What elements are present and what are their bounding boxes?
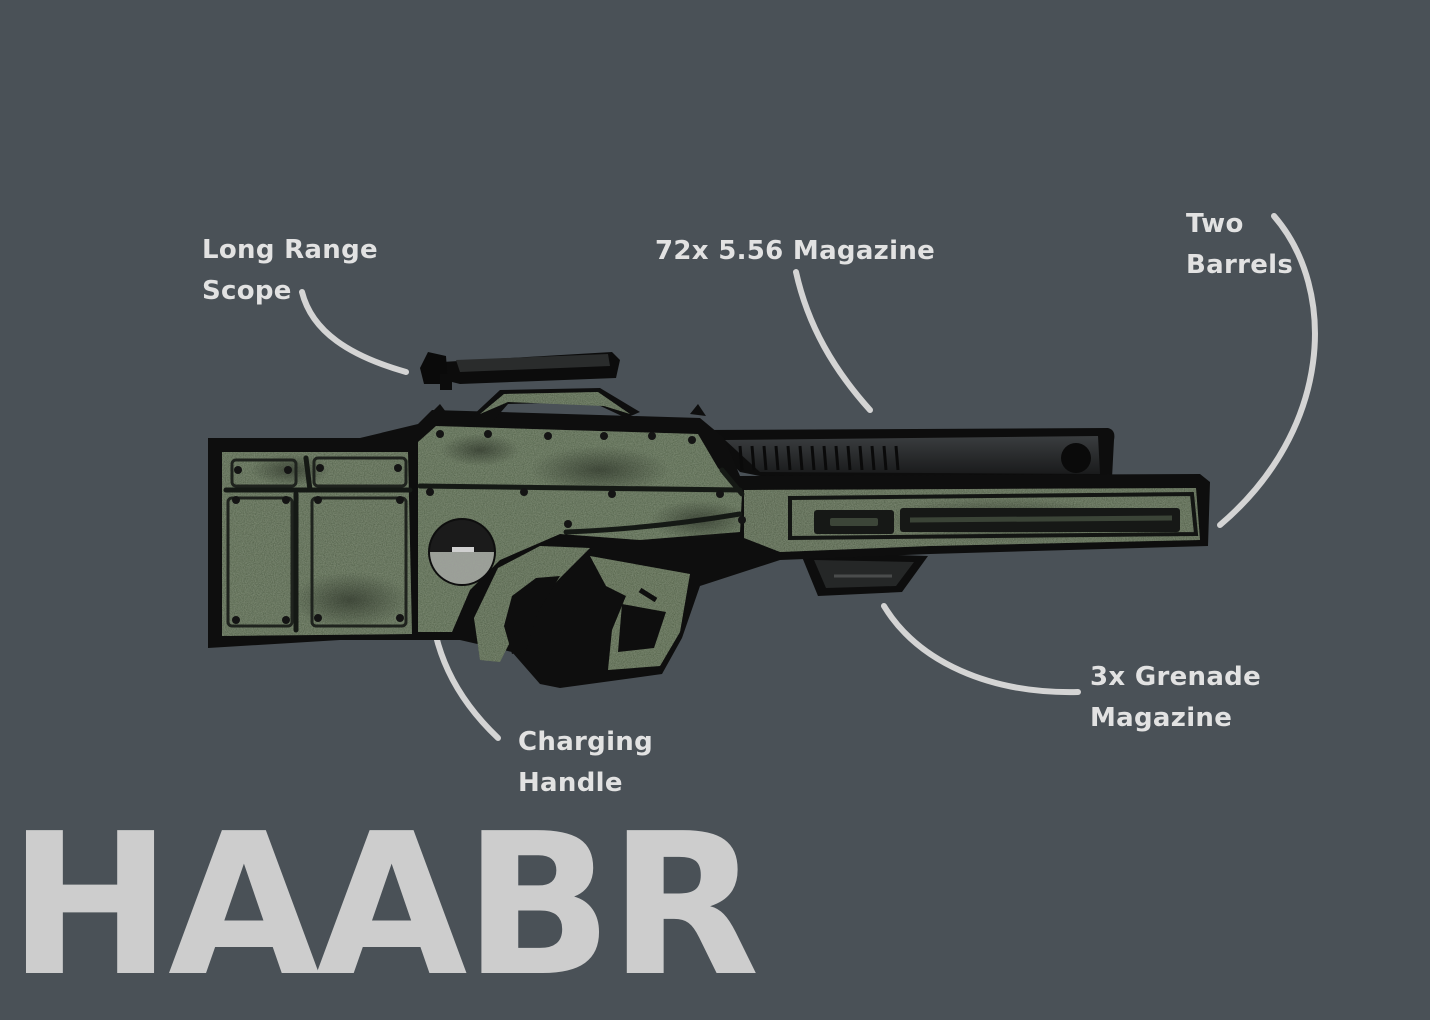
callout-magazine-label: 72x 5.56 Magazine xyxy=(655,231,935,272)
callout-charging-line2: Handle xyxy=(518,768,623,798)
callout-barrels-label: Two Barrels xyxy=(1186,204,1293,286)
top-magazine-rail xyxy=(700,428,1115,478)
callout-scope-line1: Long Range xyxy=(202,235,378,265)
callout-grenade-line1: 3x Grenade xyxy=(1090,662,1262,692)
barrels-callout-line xyxy=(1217,213,1318,528)
scope xyxy=(420,352,706,420)
grenade-magazine xyxy=(800,552,928,596)
callout-magazine-line1: 72x 5.56 Magazine xyxy=(655,236,936,266)
charging-handle-disc xyxy=(428,518,496,586)
scope-callout-line xyxy=(299,289,409,375)
grenade-callout-line xyxy=(881,603,1081,696)
magazine-callout-line xyxy=(793,269,873,413)
callout-grenade-line2: Magazine xyxy=(1090,703,1233,733)
callout-charging-label: Charging Handle xyxy=(518,722,653,804)
callout-scope-label: Long Range Scope xyxy=(202,230,378,312)
callout-charging-line1: Charging xyxy=(518,727,654,757)
callout-scope-line2: Scope xyxy=(202,276,292,306)
rail-cap xyxy=(1061,443,1091,473)
callout-barrels-line2: Barrels xyxy=(1186,250,1294,280)
rifle-body xyxy=(208,410,1210,688)
lower-barrel xyxy=(788,491,1199,541)
callout-grenade-label: 3x Grenade Magazine xyxy=(1090,657,1261,739)
callout-barrels-line1: Two xyxy=(1186,209,1244,239)
weapon-title: HAABR xyxy=(8,792,760,1020)
